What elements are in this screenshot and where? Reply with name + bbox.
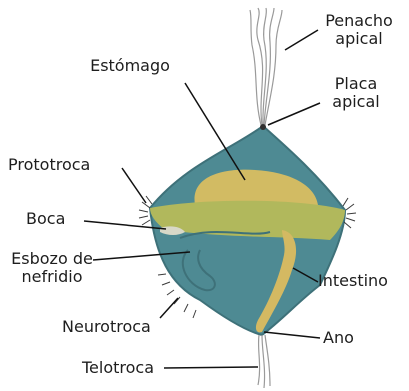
leader-placa	[268, 103, 320, 125]
apical-tuft	[250, 8, 282, 125]
leader-telotroca	[164, 367, 258, 368]
label-placa-apical: Placa apical	[316, 75, 396, 111]
label-ano: Ano	[323, 329, 354, 347]
label-prototroca: Prototroca	[8, 156, 90, 174]
telotroch-tuft	[258, 335, 270, 388]
apical-plate	[260, 124, 266, 130]
label-intestino: Intestino	[318, 272, 388, 290]
leader-ano	[264, 332, 320, 338]
label-estomago: Estómago	[60, 57, 200, 75]
leader-prototroca	[122, 168, 146, 203]
label-penacho-apical: Penacho apical	[314, 12, 404, 48]
label-telotroca: Telotroca	[82, 359, 154, 377]
leader-neurotroca	[160, 298, 178, 318]
label-neurotroca: Neurotroca	[62, 318, 151, 336]
label-esbozo-nefridio: Esbozo de nefridio	[2, 250, 102, 286]
label-boca: Boca	[26, 210, 65, 228]
